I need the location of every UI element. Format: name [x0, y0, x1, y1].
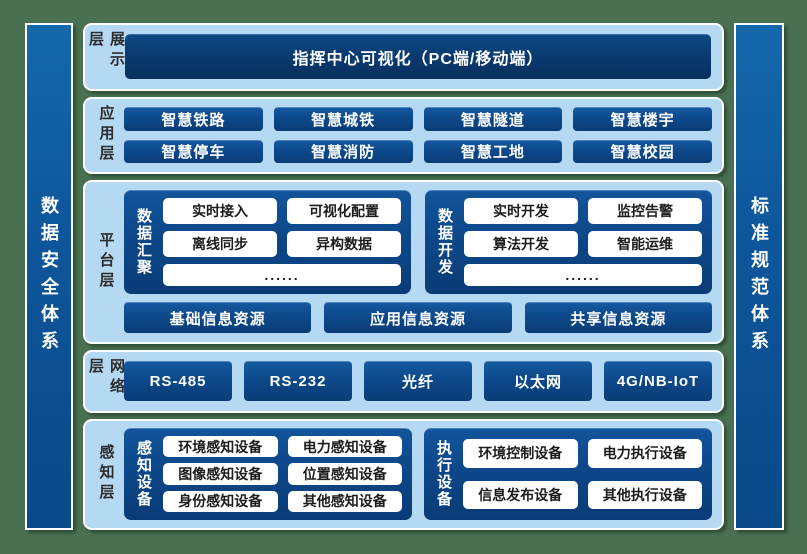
- perception-item: 电力执行设备: [587, 439, 702, 468]
- network-item: 光纤: [364, 361, 472, 401]
- perception-item: 信息发布设备: [463, 480, 578, 509]
- platform-more-item: ......: [464, 264, 702, 286]
- layer-panel-presentation: 展示层 指挥中心可视化（PC端/移动端）: [83, 23, 724, 91]
- application-grid: 智慧铁路 智慧城铁 智慧隧道 智慧楼宇 智慧停车 智慧消防 智慧工地 智慧校园: [123, 105, 713, 165]
- data-aggregation-group: 数据汇聚 实时接入 可视化配置 离线同步 异构数据 ......: [124, 190, 411, 294]
- platform-item: 离线同步: [163, 231, 277, 257]
- data-development-grid: 实时开发 监控告警 算法开发 智能运维 ......: [464, 198, 702, 286]
- perception-item: 其他感知设备: [287, 490, 402, 512]
- data-aggregation-title: 数据汇聚: [135, 208, 152, 276]
- data-development-title: 数据开发: [436, 208, 453, 276]
- network-item: 4G/NB-IoT: [604, 361, 712, 401]
- presentation-content: 指挥中心可视化（PC端/移动端）: [123, 31, 713, 82]
- platform-item: 智能运维: [588, 231, 702, 257]
- layer-panel-network: 网络层 RS-485 RS-232 光纤 以太网 4G/NB-IoT: [83, 350, 724, 413]
- data-aggregation-title-col: 数据汇聚: [133, 198, 154, 286]
- platform-groups-row: 数据汇聚 实时接入 可视化配置 离线同步 异构数据 ...... 数据开发: [124, 190, 712, 294]
- standard-spec-pillar: 标准规范体系: [734, 23, 784, 530]
- app-item: 智慧消防: [273, 139, 413, 163]
- app-item: 智慧停车: [124, 139, 263, 163]
- perception-item: 环境感知设备: [163, 436, 278, 458]
- platform-label-col: 平台层: [89, 188, 123, 335]
- network-grid: RS-485 RS-232 光纤 以太网 4G/NB-IoT: [123, 358, 713, 404]
- command-center-banner: 指挥中心可视化（PC端/移动端）: [125, 34, 711, 79]
- app-item: 智慧城铁: [273, 107, 413, 131]
- data-security-pillar: 数据安全体系: [25, 23, 73, 530]
- perception-layer-label: 感知层: [97, 444, 115, 504]
- app-item: 智慧楼宇: [573, 107, 712, 131]
- execution-devices-grid: 环境控制设备 电力执行设备 信息发布设备 其他执行设备: [463, 436, 702, 512]
- resource-item: 应用信息资源: [324, 302, 512, 333]
- network-item: RS-232: [244, 361, 352, 401]
- perception-item: 电力感知设备: [287, 436, 402, 458]
- perception-item: 图像感知设备: [163, 463, 278, 485]
- information-resources-row: 基础信息资源 应用信息资源 共享信息资源: [124, 302, 712, 333]
- execution-devices-title: 执行设备: [435, 440, 452, 508]
- perception-item: 位置感知设备: [287, 463, 402, 485]
- app-item: 智慧校园: [573, 139, 712, 163]
- application-layer-label: 应用层: [97, 105, 115, 165]
- sensing-devices-title: 感知设备: [135, 440, 152, 508]
- platform-item: 实时接入: [163, 198, 277, 224]
- execution-devices-title-col: 执行设备: [433, 436, 454, 512]
- sensing-devices-grid: 环境感知设备 电力感知设备 图像感知设备 位置感知设备 身份感知设备 其他感知设…: [163, 436, 402, 512]
- perception-item: 身份感知设备: [163, 490, 278, 512]
- application-label-col: 应用层: [89, 105, 123, 165]
- app-item: 智慧工地: [423, 139, 563, 163]
- network-label-col: 网络层: [87, 358, 125, 404]
- layer-panel-application: 应用层 智慧铁路 智慧城铁 智慧隧道 智慧楼宇 智慧停车 智慧消防 智慧工地 智…: [83, 97, 724, 174]
- platform-item: 可视化配置: [287, 198, 401, 224]
- layer-panel-perception: 感知层 感知设备 环境感知设备 电力感知设备 图像感知设备 位置感知设备 身份感…: [83, 419, 724, 530]
- execution-devices-group: 执行设备 环境控制设备 电力执行设备 信息发布设备 其他执行设备: [424, 428, 712, 520]
- platform-more-item: ......: [163, 264, 401, 286]
- sensing-devices-title-col: 感知设备: [133, 436, 154, 512]
- app-item: 智慧隧道: [423, 107, 563, 131]
- resource-item: 共享信息资源: [524, 302, 712, 333]
- platform-item: 异构数据: [287, 231, 401, 257]
- platform-item: 监控告警: [588, 198, 702, 224]
- platform-layer-label: 平台层: [97, 231, 115, 292]
- platform-item: 算法开发: [464, 231, 578, 257]
- platform-item: 实时开发: [464, 198, 578, 224]
- resource-item: 基础信息资源: [124, 302, 312, 333]
- presentation-layer-label: 展示层: [87, 31, 125, 71]
- perception-label-col: 感知层: [89, 427, 123, 521]
- data-aggregation-grid: 实时接入 可视化配置 离线同步 异构数据 ......: [163, 198, 401, 286]
- network-item: 以太网: [484, 361, 592, 401]
- app-item: 智慧铁路: [124, 107, 263, 131]
- perception-item: 其他执行设备: [587, 480, 702, 509]
- data-development-title-col: 数据开发: [434, 198, 455, 286]
- layer-panel-platform: 平台层 数据汇聚 实时接入 可视化配置 离线同步 异构数据 ......: [83, 180, 724, 344]
- network-item: RS-485: [124, 361, 232, 401]
- sensing-devices-group: 感知设备 环境感知设备 电力感知设备 图像感知设备 位置感知设备 身份感知设备 …: [124, 428, 412, 520]
- perception-item: 环境控制设备: [463, 439, 578, 468]
- presentation-label-col: 展示层: [87, 31, 125, 82]
- data-security-pillar-label: 数据安全体系: [39, 195, 59, 358]
- network-layer-label: 网络层: [87, 358, 125, 398]
- layer-stack: 展示层 指挥中心可视化（PC端/移动端） 应用层 智慧铁路 智慧城铁 智慧隧道 …: [83, 23, 724, 530]
- platform-content: 数据汇聚 实时接入 可视化配置 离线同步 异构数据 ...... 数据开发: [123, 188, 713, 335]
- standard-spec-pillar-label: 标准规范体系: [749, 195, 769, 358]
- data-development-group: 数据开发 实时开发 监控告警 算法开发 智能运维 ......: [425, 190, 712, 294]
- perception-content: 感知设备 环境感知设备 电力感知设备 图像感知设备 位置感知设备 身份感知设备 …: [123, 427, 713, 521]
